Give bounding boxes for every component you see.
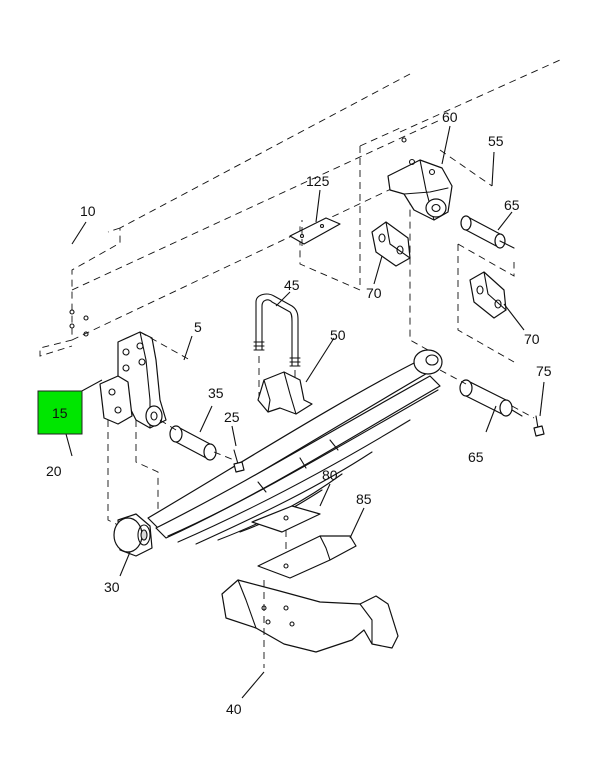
callout-70-upper[interactable]: 70: [366, 285, 382, 301]
bushing-65-upper: [460, 215, 515, 249]
highlight-box: [37, 390, 83, 435]
plate-80: [251, 505, 321, 570]
axle-beam: [221, 579, 399, 668]
callout-125[interactable]: 125: [306, 173, 330, 189]
bushing-35: [159, 419, 217, 461]
frame-rail: [39, 59, 561, 357]
callout-45[interactable]: 45: [284, 277, 300, 293]
callout-5[interactable]: 5: [194, 319, 202, 335]
callout-55[interactable]: 55: [488, 133, 504, 149]
callout-50[interactable]: 50: [330, 327, 346, 343]
grease-fitting-75: [511, 405, 545, 437]
callout-leaders: [65, 125, 545, 699]
callout-15[interactable]: 15: [52, 405, 68, 421]
callout-25[interactable]: 25: [224, 409, 240, 425]
leaf-spring-pack: [147, 359, 441, 545]
callout-35[interactable]: 35: [208, 385, 224, 401]
bracket-85: [257, 535, 357, 579]
callout-20[interactable]: 20: [46, 463, 62, 479]
shackle-plate: [99, 375, 159, 530]
callout-30[interactable]: 30: [104, 579, 120, 595]
callout-80[interactable]: 80: [322, 467, 338, 483]
callout-65-upper[interactable]: 65: [504, 197, 520, 213]
shackle-lower: [457, 243, 515, 363]
rear-spring-hanger: [299, 127, 493, 291]
front-eye-bushing: [113, 513, 153, 557]
bushing-65-lower: [439, 369, 523, 417]
callout-70-lower[interactable]: 70: [524, 331, 540, 347]
plate-125: [289, 217, 341, 246]
grease-fitting-25: [213, 449, 245, 473]
callout-65-lower[interactable]: 65: [468, 449, 484, 465]
rear-eye-bushing: [409, 190, 443, 375]
callout-60[interactable]: 60: [442, 109, 458, 125]
spring-seat-spacer: [257, 371, 313, 415]
callout-labels: 5 10 15 20 25 30 35 40 45 50 55 60 65 65…: [46, 109, 552, 717]
shackle-upper: [371, 221, 411, 267]
callout-10[interactable]: 10: [80, 203, 96, 219]
callout-40[interactable]: 40: [226, 701, 242, 717]
callout-85[interactable]: 85: [356, 491, 372, 507]
callout-75[interactable]: 75: [536, 363, 552, 379]
